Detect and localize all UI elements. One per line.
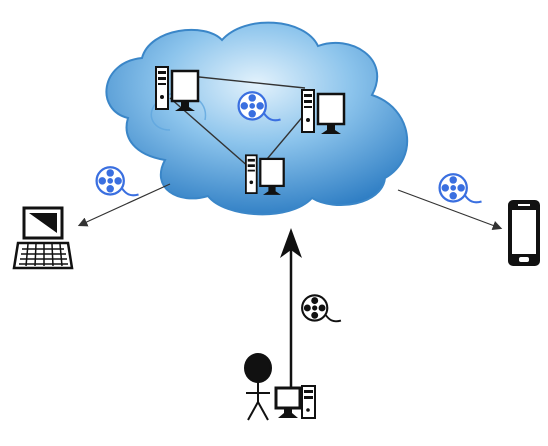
cloud-to-laptop-arrow	[77, 183, 171, 227]
film-reel-icon	[300, 294, 342, 323]
cloud-to-phone-arrow	[397, 189, 503, 230]
person-icon	[244, 353, 272, 421]
smartphone-icon	[508, 200, 540, 266]
upload-arrow-icon	[280, 228, 302, 400]
desktop-computer-icon	[274, 385, 316, 419]
laptop-icon	[12, 206, 74, 270]
film-reel-icon	[438, 173, 483, 204]
film-reel-icon	[95, 166, 140, 197]
